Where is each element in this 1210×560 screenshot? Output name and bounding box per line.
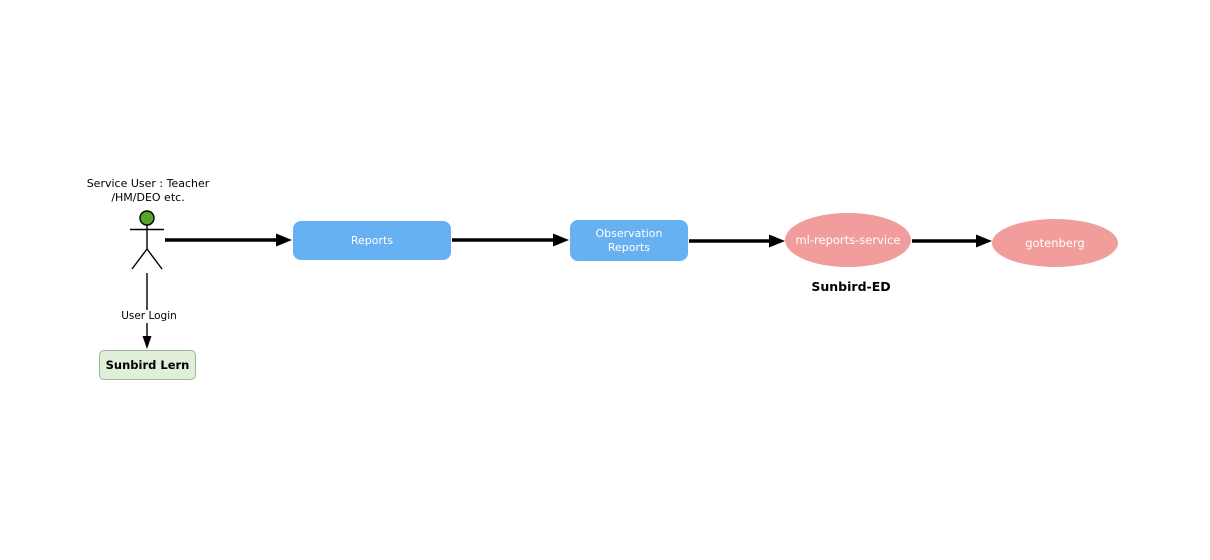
node-ml-reports-service: ml-reports-service: [785, 213, 911, 267]
node-gotenberg: gotenberg: [992, 219, 1118, 267]
node-observation-reports: Observation Reports: [570, 220, 688, 261]
actor-icon: [130, 210, 164, 270]
actor-left-leg: [131, 248, 148, 270]
edge-label-user-login: User Login: [109, 310, 189, 323]
node-sunbird-lern: Sunbird Lern: [99, 350, 196, 380]
node-reports-label: Reports: [350, 233, 394, 247]
node-gotenberg-label: gotenberg: [1025, 236, 1085, 250]
actor-label-line1: Service User : Teacher: [86, 177, 210, 190]
arrow-mlrs-to-gotenberg: [912, 234, 992, 248]
annotation-sunbird-ed: Sunbird-ED: [811, 279, 891, 294]
actor-head: [139, 210, 155, 226]
arrow-actor-to-sunbird-lern: [142, 273, 152, 349]
actor-right-leg: [146, 248, 163, 270]
actor-label-line2: /HM/DEO etc.: [111, 191, 185, 204]
actor-label: Service User : Teacher /HM/DEO etc.: [48, 177, 248, 205]
node-sunbird-lern-label: Sunbird Lern: [105, 358, 190, 372]
node-reports: Reports: [293, 221, 451, 260]
arrow-observation-to-mlrs: [689, 234, 785, 248]
arrow-actor-to-reports: [165, 233, 292, 247]
node-observation-reports-label: Observation Reports: [595, 226, 663, 254]
arrow-reports-to-observation: [452, 233, 569, 247]
node-ml-reports-service-label: ml-reports-service: [795, 233, 901, 247]
